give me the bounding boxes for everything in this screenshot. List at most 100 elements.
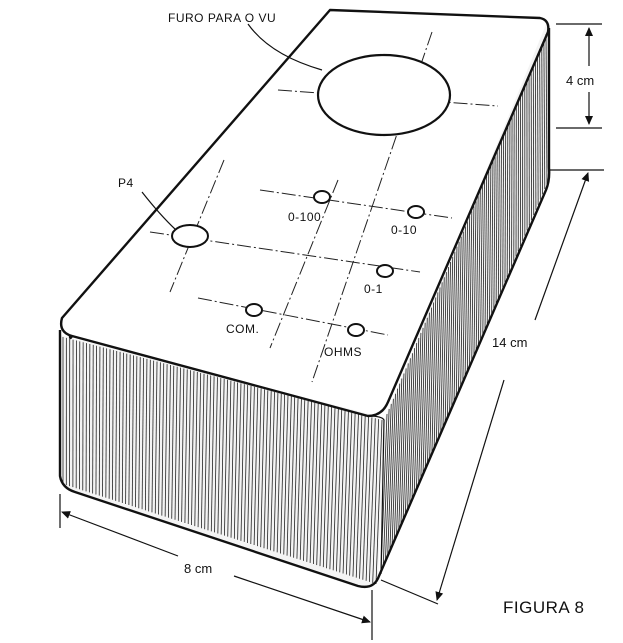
hatch-line xyxy=(396,378,403,536)
hatch-line xyxy=(164,364,168,517)
hatch-line xyxy=(135,356,138,508)
hatch-line xyxy=(447,261,451,417)
hatch-line xyxy=(92,344,94,494)
hatch-line xyxy=(438,282,443,438)
hatch-line xyxy=(237,383,242,540)
hatch-line xyxy=(484,175,488,329)
hatch-line xyxy=(359,415,366,579)
hatch-line xyxy=(286,396,292,556)
hatch-line xyxy=(506,125,509,278)
hatch-line xyxy=(382,408,390,567)
hatch-line xyxy=(256,388,262,547)
hatch-line xyxy=(118,351,121,502)
hatch-line xyxy=(131,355,134,507)
label-p4: P4 xyxy=(118,176,134,190)
hatch-line xyxy=(250,386,255,545)
hatch-line xyxy=(429,302,435,459)
hatch-line xyxy=(326,406,333,569)
hatch-line xyxy=(402,363,409,521)
hatch-line xyxy=(404,358,411,516)
hatch-line xyxy=(177,367,181,521)
hatch-line xyxy=(227,380,232,537)
hatch-line xyxy=(398,373,405,531)
hatch-line xyxy=(233,382,239,539)
hatch-line xyxy=(427,307,432,464)
hatch-line xyxy=(475,196,479,350)
hatch-line xyxy=(108,349,111,499)
side-face xyxy=(380,22,549,575)
hatch-line xyxy=(464,221,468,376)
hatch-line xyxy=(480,185,483,340)
hatch-line xyxy=(184,369,188,523)
hatch-line xyxy=(181,368,185,522)
hatch-line xyxy=(102,347,104,497)
front-face xyxy=(60,335,385,588)
hatch-line xyxy=(322,406,329,568)
hatch-line xyxy=(299,399,306,560)
hatch-line xyxy=(138,357,141,509)
hatch-line xyxy=(121,352,124,503)
hatch-line xyxy=(210,376,215,532)
hatch-line xyxy=(365,417,373,581)
hatch-line xyxy=(339,410,346,573)
hatch-line xyxy=(393,383,401,541)
hatch-line xyxy=(158,362,161,515)
hatch-line xyxy=(151,360,155,513)
hatch-line xyxy=(440,277,445,433)
hatch-line xyxy=(400,368,407,526)
hatch-line xyxy=(433,292,439,448)
dim-14cm xyxy=(380,169,604,605)
hole-0-10 xyxy=(407,205,425,219)
hatch-line xyxy=(418,327,424,485)
hatch-line xyxy=(309,402,316,563)
hatch-line xyxy=(444,267,449,422)
hatch-line xyxy=(88,343,91,493)
hatch-line xyxy=(411,343,418,500)
hatch-line xyxy=(502,135,504,288)
hatch-line xyxy=(280,394,286,554)
label-0-1: 0-1 xyxy=(364,282,383,296)
hatch-line xyxy=(416,332,422,490)
hatch-line xyxy=(283,395,289,555)
hole-com xyxy=(245,303,263,317)
hatch-line xyxy=(174,366,178,520)
hatch-line xyxy=(187,370,191,525)
label-vu-hole: FURO PARA O VU xyxy=(168,11,276,25)
hatch-line xyxy=(168,364,171,518)
hatch-line xyxy=(293,398,299,558)
hatch-line xyxy=(329,407,336,570)
figure-caption: FIGURA 8 xyxy=(503,598,584,617)
hatch-line xyxy=(372,419,380,583)
hatch-line xyxy=(495,150,498,303)
side-face-hatching xyxy=(380,33,548,573)
hatch-line xyxy=(539,49,541,200)
hatch-line xyxy=(541,44,543,195)
hatch-line xyxy=(224,379,228,536)
hatch-line xyxy=(95,345,97,495)
hatch-line xyxy=(493,155,496,309)
hatch-line xyxy=(276,393,282,553)
hatch-line xyxy=(345,412,353,575)
hatch-line xyxy=(543,39,546,190)
hatch-line xyxy=(342,411,349,574)
hatch-line xyxy=(319,405,326,567)
hatch-line xyxy=(500,140,502,293)
hatch-line xyxy=(537,54,539,205)
hatch-line xyxy=(266,391,272,550)
hatch-line xyxy=(191,371,195,526)
hatch-line xyxy=(451,251,456,407)
hatch-line xyxy=(253,387,259,546)
box-edges xyxy=(58,28,551,589)
hatch-line xyxy=(355,414,363,578)
hatch-line xyxy=(389,393,396,552)
hole-ohms xyxy=(347,323,365,337)
hatch-line xyxy=(306,401,312,562)
hatch-line xyxy=(535,59,537,210)
top-face xyxy=(59,8,550,418)
hatch-line xyxy=(409,348,415,505)
hatch-line xyxy=(482,180,485,335)
hatch-line xyxy=(489,165,492,319)
p4-leader xyxy=(141,191,177,231)
hatch-line xyxy=(369,418,376,582)
